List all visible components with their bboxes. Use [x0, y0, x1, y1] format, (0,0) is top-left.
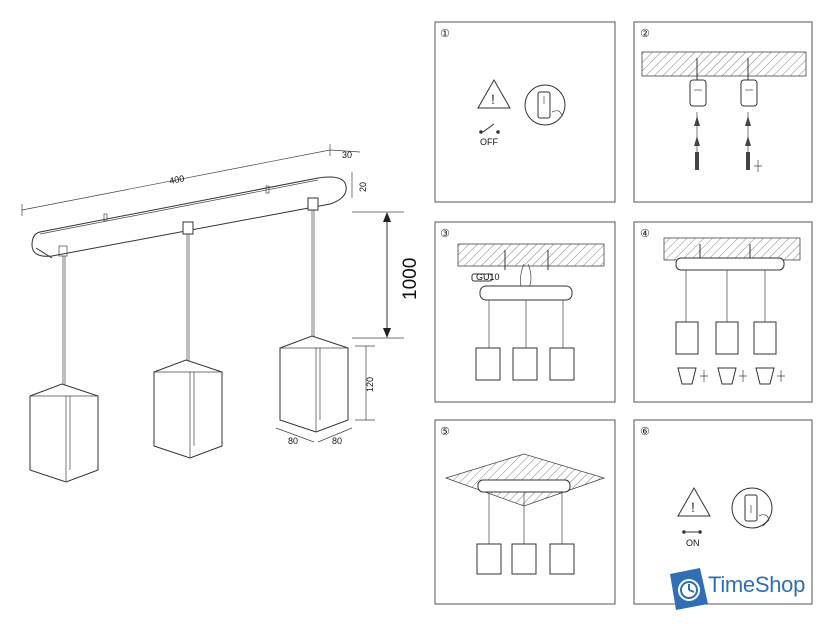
panel5-shade-3: [549, 543, 575, 575]
switch-off-icon: [479, 123, 500, 134]
step-number-6: ⑥: [640, 425, 650, 438]
dim-rail-height: 20: [351, 172, 368, 198]
pendant-shade-3: [279, 335, 349, 433]
timeshop-logo-icon: [670, 568, 708, 610]
step-number-2: ②: [640, 27, 650, 40]
panel4-shade-2: [715, 321, 739, 355]
step-number-4: ④: [640, 227, 650, 240]
step-panel-4: ④: [633, 221, 813, 403]
gu10-bulb-icons: [677, 367, 785, 385]
dim-120-label: 120: [365, 377, 375, 392]
hand-switch-icon: [524, 84, 566, 126]
dim-400-label: 400: [168, 173, 185, 186]
dim-80b-label: 80: [332, 436, 342, 446]
svg-text:!: !: [491, 91, 495, 107]
ceiling-rail: [31, 176, 347, 259]
step-panel-3: ③ GU10: [434, 221, 616, 403]
hand-switch-icon-2: [731, 487, 773, 529]
warning-icon: [477, 78, 511, 109]
step-panel-5: ⑤: [434, 419, 616, 605]
switch-on-icon: [682, 530, 702, 534]
panel3-shade-1: [475, 347, 501, 381]
dim-cable-length: 1000: [352, 211, 421, 339]
panel5-shade-2: [511, 543, 537, 575]
dim-rail-length: 400: [21, 144, 331, 216]
step-panel-6: ⑥ ! ON: [633, 419, 813, 605]
pendant-shade-1: [29, 383, 99, 483]
step-panel-2: ②: [633, 21, 813, 203]
step-number-3: ③: [440, 227, 450, 240]
panel4-shade-1: [675, 321, 699, 355]
product-drawing: 400 30 20: [21, 144, 421, 483]
dim-rail-depth: 30: [329, 149, 361, 160]
dim-shade-width: 80 80: [275, 427, 353, 446]
dim-80a-label: 80: [288, 436, 298, 446]
panel3-shade-3: [549, 347, 575, 381]
dim-30-label: 30: [342, 150, 352, 160]
dim-20-label: 20: [358, 182, 368, 192]
dim-shade-height: 120: [355, 345, 375, 421]
warning-icon-2: [677, 486, 711, 517]
cables: [62, 210, 315, 386]
dim-1000-label: 1000: [400, 258, 421, 300]
pendant-shade-2: [153, 359, 223, 459]
mounting-bracket-left: [689, 58, 707, 170]
bulb-label-box: [471, 273, 493, 282]
panel3-shade-2: [512, 347, 538, 381]
step-panel-1: ① ! OFF: [434, 21, 616, 203]
mounting-bracket-right: [740, 58, 762, 172]
brand-name: TimeShop: [708, 572, 806, 597]
off-label: OFF: [480, 137, 498, 147]
rail-mount: [479, 285, 573, 301]
panel4-shade-3: [753, 321, 777, 355]
step-number-5: ⑤: [440, 425, 450, 438]
step-number-1: ①: [440, 27, 450, 40]
on-label: ON: [686, 538, 700, 548]
panel5-shade-1: [476, 543, 502, 575]
ceiling-hatch: [641, 51, 807, 77]
bulb-label: GU10: [476, 272, 500, 282]
svg-text:!: !: [691, 499, 695, 515]
